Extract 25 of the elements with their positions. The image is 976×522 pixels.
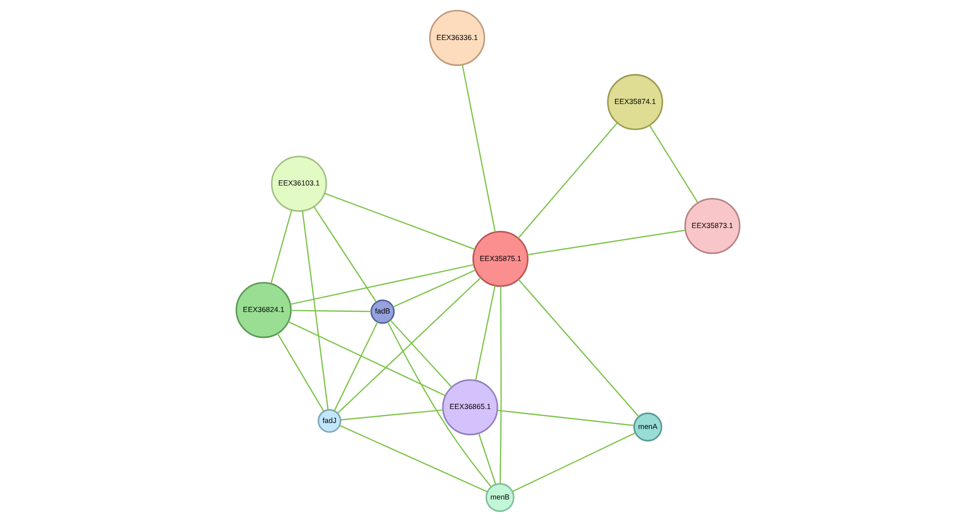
connector xyxy=(649,124,698,204)
connector xyxy=(518,122,618,239)
connector xyxy=(512,432,636,492)
connector xyxy=(290,310,372,312)
connector xyxy=(334,322,378,412)
connector xyxy=(324,192,476,250)
connector xyxy=(475,285,496,381)
connector xyxy=(462,64,496,232)
connector xyxy=(497,410,634,426)
connector xyxy=(478,432,496,485)
connector xyxy=(290,264,474,305)
connector xyxy=(340,409,444,420)
connector xyxy=(527,230,686,256)
connector xyxy=(277,333,324,412)
connector xyxy=(313,206,377,302)
connector xyxy=(390,320,452,388)
connector xyxy=(270,210,292,284)
connector xyxy=(387,322,492,488)
connector xyxy=(500,286,502,484)
connector xyxy=(518,278,640,418)
connector xyxy=(288,321,446,396)
connector xyxy=(337,277,482,414)
connector xyxy=(392,270,476,308)
connector xyxy=(302,210,329,410)
connector xyxy=(339,424,488,492)
